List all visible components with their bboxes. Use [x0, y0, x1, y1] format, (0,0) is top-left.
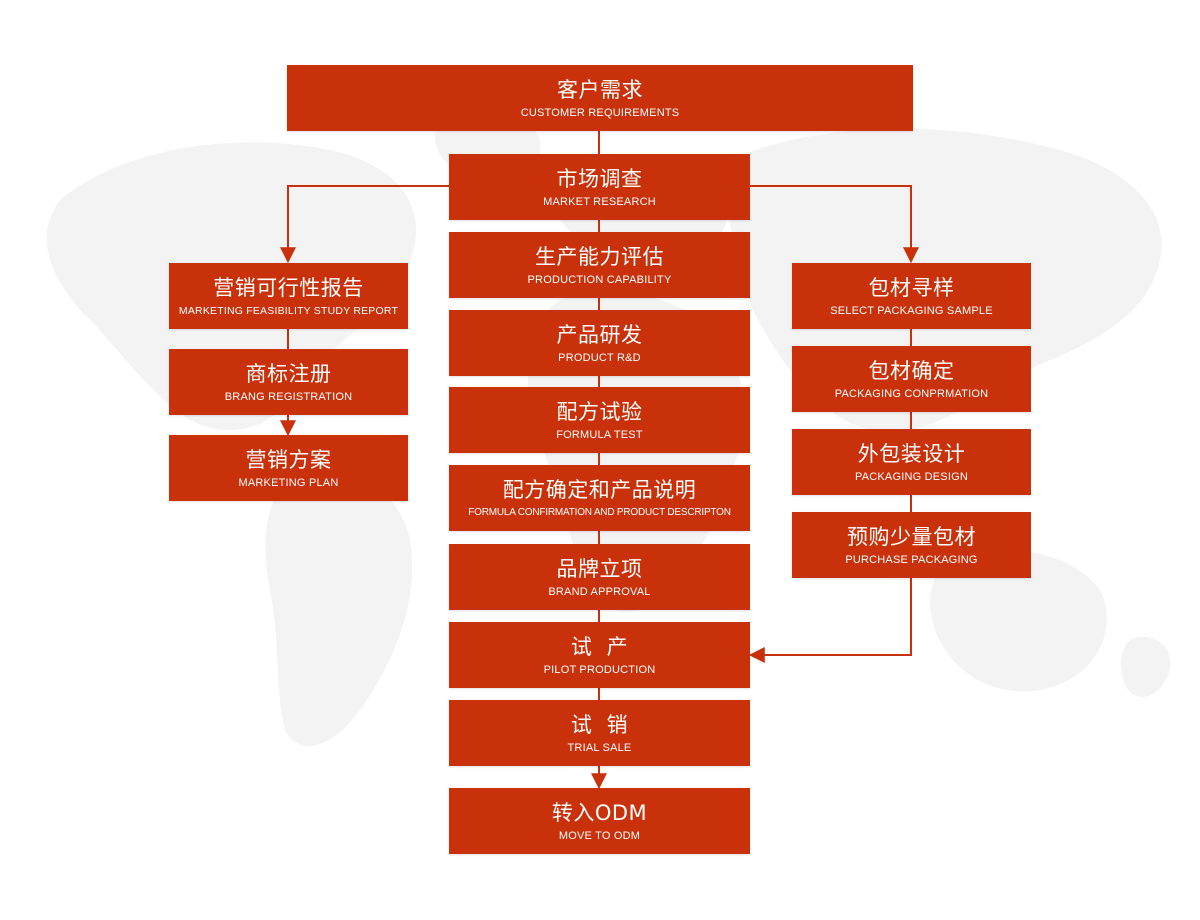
- step-select-packaging: 包材寻样 SELECT PACKAGING SAMPLE: [792, 263, 1031, 329]
- step-subtitle: PACKAGING DESIGN: [854, 470, 969, 483]
- step-title: 外包装设计: [857, 441, 966, 466]
- step-subtitle: FORMULA TEST: [556, 428, 643, 441]
- step-title: 预购少量包材: [847, 524, 976, 549]
- step-formula-confirmation: 配方确定和产品说明 FORMULA CONFIRMATION AND PRODU…: [449, 465, 750, 531]
- step-customer-requirements: 客户需求 CUSTOMER REQUIREMENTS: [287, 65, 913, 131]
- step-title: 客户需求: [557, 77, 643, 102]
- step-title: 包材确定: [868, 358, 955, 383]
- step-subtitle: MARKETING PLAN: [238, 476, 339, 489]
- step-title: 产品研发: [556, 322, 643, 347]
- step-title: 营销可行性报告: [213, 275, 364, 300]
- step-marketing-plan: 营销方案 MARKETING PLAN: [169, 435, 408, 501]
- map-south-america: [265, 468, 413, 747]
- step-pilot-production: 试 产 PILOT PRODUCTION: [449, 622, 750, 688]
- step-title: 转入ODM: [551, 800, 648, 825]
- step-subtitle: PILOT PRODUCTION: [543, 663, 656, 676]
- step-marketing-feasibility: 营销可行性报告 MARKETING FEASIBILITY STUDY REPO…: [169, 263, 408, 329]
- step-subtitle: MARKETING FEASIBILITY STUDY REPORT: [178, 304, 399, 317]
- step-packaging-confirmation: 包材确定 PACKAGING CONPRMATION: [792, 346, 1031, 412]
- step-subtitle: MARKET RESEARCH: [543, 195, 656, 208]
- step-subtitle: PRODUCTION CAPABILITY: [527, 273, 672, 286]
- step-title: 试 产: [570, 634, 629, 659]
- branch-left-arrow: [280, 185, 449, 264]
- step-title: 包材寻样: [868, 275, 955, 300]
- step-title: 营销方案: [245, 447, 332, 472]
- step-subtitle: PURCHASE PACKAGING: [845, 553, 978, 566]
- step-subtitle: CUSTOMER REQUIREMENTS: [520, 106, 680, 119]
- step-formula-test: 配方试验 FORMULA TEST: [449, 387, 750, 453]
- step-title: 试 销: [570, 712, 629, 737]
- step-title: 品牌立项: [556, 556, 643, 581]
- step-brand-registration: 商标注册 BRANG REGISTRATION: [169, 349, 408, 415]
- step-subtitle: FORMULA CONFIRMATION AND PRODUCT DESCRIP…: [468, 506, 731, 518]
- step-title: 商标注册: [245, 361, 332, 386]
- step-title: 生产能力评估: [535, 244, 664, 269]
- step-purchase-packaging: 预购少量包材 PURCHASE PACKAGING: [792, 512, 1031, 578]
- step-product-rd: 产品研发 PRODUCT R&D: [449, 310, 750, 376]
- map-australia: [930, 550, 1107, 692]
- step-subtitle: MOVE TO ODM: [558, 829, 641, 842]
- step-brand-approval: 品牌立项 BRAND APPROVAL: [449, 544, 750, 610]
- step-subtitle: BRAND APPROVAL: [548, 585, 651, 598]
- step-packaging-design: 外包装设计 PACKAGING DESIGN: [792, 429, 1031, 495]
- step-subtitle: PACKAGING CONPRMATION: [834, 387, 989, 400]
- step-title: 配方确定和产品说明: [502, 477, 697, 502]
- arrow-to-pilot: [748, 577, 912, 663]
- step-production-capability: 生产能力评估 PRODUCTION CAPABILITY: [449, 232, 750, 298]
- step-subtitle: SELECT PACKAGING SAMPLE: [830, 304, 993, 317]
- step-subtitle: TRIAL SALE: [567, 741, 632, 754]
- step-subtitle: PRODUCT R&D: [558, 351, 641, 364]
- step-subtitle: BRANG REGISTRATION: [224, 390, 353, 403]
- step-trial-sale: 试 销 TRIAL SALE: [449, 700, 750, 766]
- map-island: [1120, 636, 1171, 697]
- step-title: 配方试验: [556, 399, 643, 424]
- step-market-research: 市场调查 MARKET RESEARCH: [449, 154, 750, 220]
- step-move-to-odm: 转入ODM MOVE TO ODM: [449, 788, 750, 854]
- branch-right-arrow: [750, 185, 919, 264]
- step-title: 市场调查: [556, 166, 643, 191]
